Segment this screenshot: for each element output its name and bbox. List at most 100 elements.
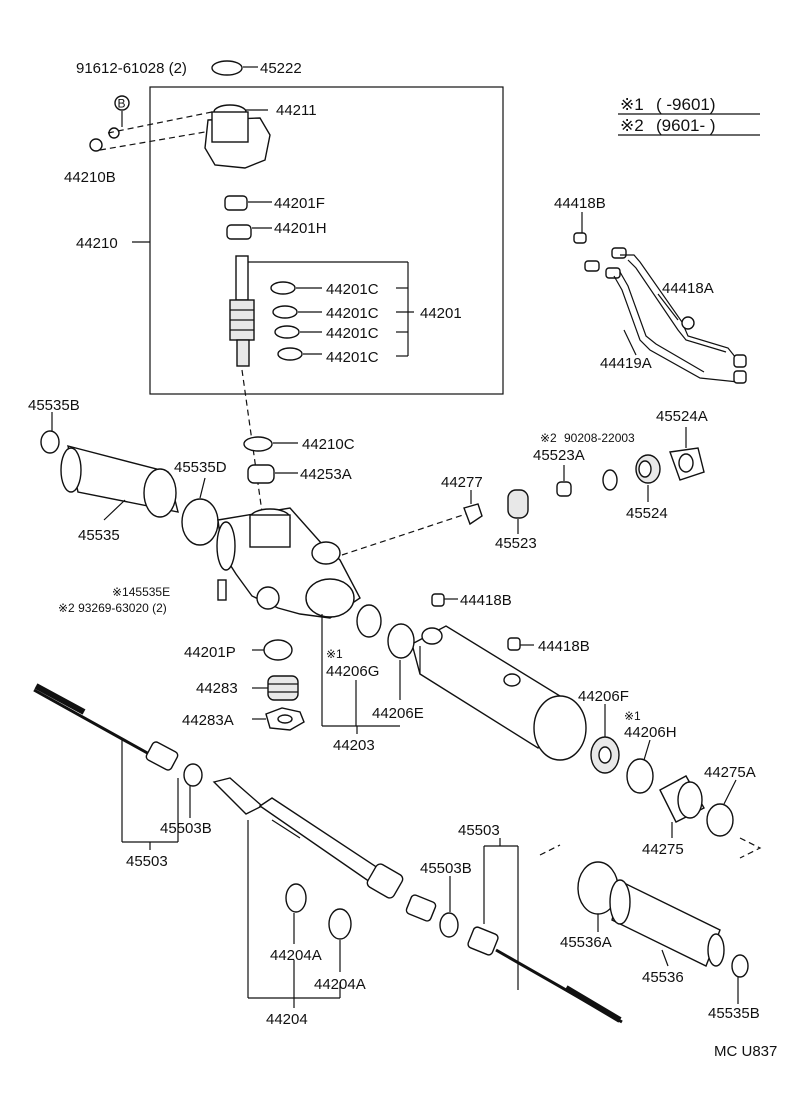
label-45523: 45523 [495,535,537,552]
bracket-44203 [321,614,401,734]
label-44418B-low: 44418B [538,638,590,655]
label-44211: 44211 [276,102,317,119]
part-45503-tie-rod-right [405,894,623,1024]
label-45222: 45222 [260,60,302,77]
seal-44201C-4 [277,347,303,361]
label-44206G-mark: ※1 [326,647,343,661]
part-44418B-mid [431,593,445,607]
part-45524 [635,454,661,484]
legend-line1-mark: ※1 [620,95,644,114]
label-44206H-mark: ※1 [624,709,641,723]
part-44283A-nut [265,707,305,731]
label-90208-mark: ※2 [540,431,557,445]
leader-44419A [623,329,637,356]
part-44206F [590,736,620,774]
label-45536A: 45536A [560,934,612,951]
label-44206H: 44206H [624,724,677,741]
seal-44201C-1 [270,281,296,295]
label-45524A: 45524A [656,408,708,425]
legend-line2-mark: ※2 [620,116,644,135]
label-44201C-3: 44201C [326,325,379,342]
part-44211-valve-housing [99,104,271,169]
part-45222-cap [211,60,243,76]
label-44419A: 44419A [600,355,652,372]
legend-line2-range: (9601- ) [656,116,716,135]
label-45535B-right: 45535B [708,1005,760,1022]
part-44419A-pipe [573,232,747,384]
label-45503B-right: 45503B [420,860,472,877]
part-44204-rack-bar [212,777,404,899]
label-44206F: 44206F [578,688,629,705]
part-45523A-spring [556,481,572,497]
part-44277 [463,503,483,526]
label-45503B-left: 45503B [160,820,212,837]
part-44206G [356,604,382,638]
label-45524: 45524 [626,505,668,522]
part-45503-tie-rod-left [33,683,203,787]
label-45535D: 45535D [174,459,227,476]
part-45535E-bolt [217,579,227,601]
small-nut-2 [89,138,103,152]
legend: ※1 ( -9601) ※2 (9601- ) [618,95,760,136]
b-mark: B [118,97,126,111]
part-91612-bolt: B [89,95,130,152]
part-44206H [626,758,654,794]
label-44253A: 44253A [300,466,352,483]
label-45536: 45536 [642,969,684,986]
leader-44206H [643,739,651,761]
bracket-45503-left [121,740,179,850]
part-44275 [659,775,705,823]
bracket-44204 [247,820,341,1008]
part-45524A [669,447,705,481]
arrow-dashed-right [539,837,762,859]
part-44283 [267,675,299,701]
label-44206E: 44206E [372,705,424,722]
leader-45535D [199,477,206,499]
legend-line1-range: ( -9601) [656,95,716,114]
seal-44201C-2 [272,305,298,319]
label-44210B: 44210B [64,169,116,186]
label-44206G: 44206G [326,663,379,680]
label-44201: 44201 [420,305,462,322]
b-circle-icon [114,95,130,111]
valve-group-box [149,86,504,395]
label-44203: 44203 [333,737,375,754]
label-44201C-1: 44201C [326,281,379,298]
label-44418A: 44418A [662,280,714,297]
part-rack-cylinder-tube [411,625,587,761]
label-91612: 91612-61028 (2) [76,60,187,77]
label-44283A: 44283A [182,712,234,729]
label-44204: 44204 [266,1011,308,1028]
label-93269: ※2 93269-63020 (2) [58,601,167,615]
label-45503-right: 45503 [458,822,500,839]
seal-44201C-3 [274,325,300,339]
part-44201F [224,195,248,211]
label-44204A-1: 44204A [270,947,322,964]
label-45535E: ※145535E [112,585,170,599]
label-44201F: 44201F [274,195,325,212]
part-44210C-oring [243,436,273,452]
part-44204A-plug [285,883,307,913]
part-gear-housing [216,507,361,619]
label-44201H: 44201H [274,220,327,237]
part-90208-washer [602,469,618,491]
part-45535-boot-left [40,430,219,546]
label-45523A: 45523A [533,447,585,464]
label-44210: 44210 [76,235,118,252]
leader-45535 [103,499,126,521]
label-44201P: 44201P [184,644,236,661]
leader-44418A [657,293,679,321]
label-45535: 45535 [78,527,120,544]
label-44201C-2: 44201C [326,305,379,322]
label-45535B-left: 45535B [28,397,80,414]
part-44275A [706,803,734,837]
part-45536-boot-right [577,861,749,978]
leader-45536 [661,949,669,967]
label-44277: 44277 [441,474,483,491]
axis-dashed-rack [341,513,467,556]
label-44204A-2: 44204A [314,976,366,993]
label-44418B-mid: 44418B [460,592,512,609]
label-44275A: 44275A [704,764,756,781]
bracket-44201 [296,262,414,357]
